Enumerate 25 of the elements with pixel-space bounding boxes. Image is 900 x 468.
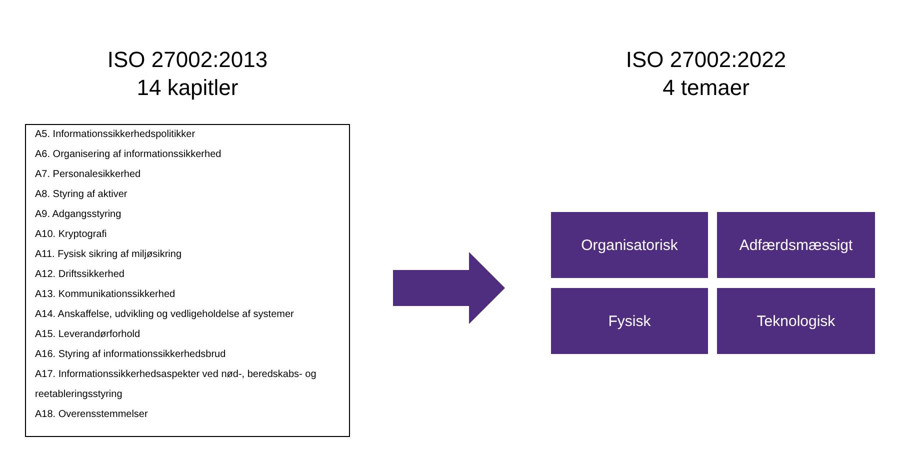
chapter-item: A18. Overensstemmelser <box>35 408 149 422</box>
chapter-item: A6. Organisering af informationssikkerhed <box>35 148 222 162</box>
chapter-item: A8. Styring af aktiver <box>35 188 128 202</box>
chapter-item: A14. Anskaffelse, udvikling og vedligeholdelse af systemer <box>35 308 295 322</box>
theme-label: Fysisk <box>608 312 651 330</box>
theme-box <box>717 288 875 354</box>
chapter-item: A9. Adgangsstyring <box>35 208 122 222</box>
theme-label: Organisatorisk <box>581 236 678 254</box>
column-heading: ISO 27002:2022 4 temaer <box>624 46 788 102</box>
chapter-item: A7. Personalesikkerhed <box>35 168 142 182</box>
chapter-item: A12. Driftssikkerhed <box>35 268 126 282</box>
column-heading: ISO 27002:2013 14 kapitler <box>106 46 269 102</box>
chapter-item: A15. Leverandørforhold <box>35 328 142 342</box>
chapter-item: A10. Kryptografi <box>35 228 108 242</box>
chapter-item: A5. Informationssikkerhedspolitikker <box>35 128 196 142</box>
theme-box <box>551 212 708 278</box>
chapter-item: A13. Kommunikationssikkerhed <box>35 288 176 302</box>
theme-box <box>717 212 875 278</box>
chapter-item: A17. Informationssikkerhedsaspekter ved nød-, beredskabs- og reetableringsstyring <box>35 368 318 402</box>
chapter-item: A11. Fysisk sikring af miljøsikring <box>35 248 183 262</box>
theme-label: Teknologisk <box>756 312 836 330</box>
chapter-item: A16. Styring af informationssikkerhedsbrud <box>35 348 227 362</box>
theme-box <box>551 288 708 354</box>
chapter-list-box <box>25 124 350 437</box>
theme-label: Adfærdsmæssigt <box>739 236 853 254</box>
